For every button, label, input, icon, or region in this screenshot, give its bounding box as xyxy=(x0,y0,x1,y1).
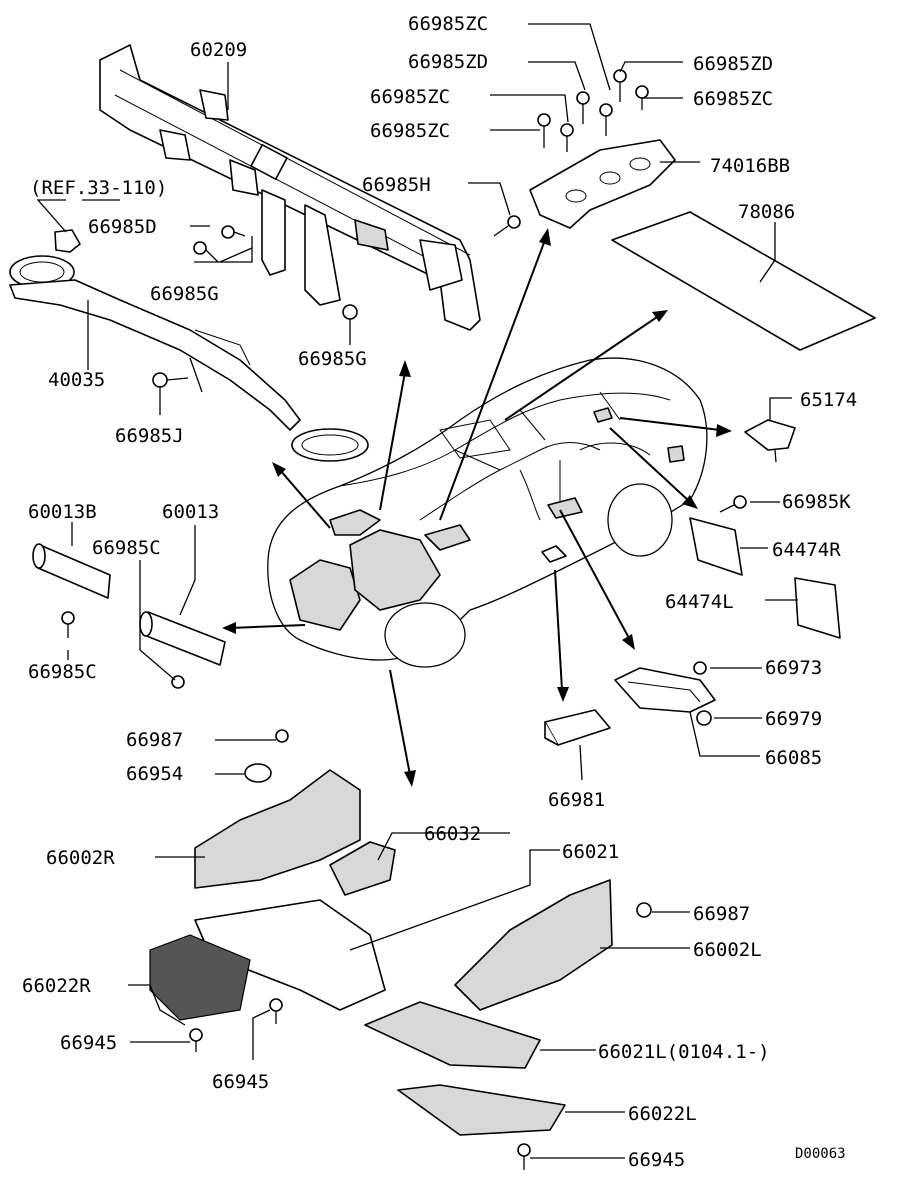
callout-arrows xyxy=(222,228,732,787)
label-60209: 60209 xyxy=(190,39,247,61)
label-66002l: 66002L xyxy=(693,939,762,961)
label-66985k: 66985K xyxy=(782,491,851,513)
label-66021l: 66021L(0104.1-) xyxy=(598,1041,770,1063)
label-65174: 65174 xyxy=(800,389,857,411)
label-66032: 66032 xyxy=(424,823,481,845)
leader-lines xyxy=(36,23,798,1159)
label-66981: 66981 xyxy=(548,789,605,811)
label-66954: 66954 xyxy=(126,763,183,785)
label-66022l: 66022L xyxy=(628,1103,697,1125)
label-66985j: 66985J xyxy=(115,425,184,447)
label-66987-right: 66987 xyxy=(693,903,750,925)
label-66985zc-4: 66985ZC xyxy=(370,120,450,142)
label-ref: (REF.33-110) xyxy=(30,177,167,199)
label-66945-right: 66945 xyxy=(628,1149,685,1171)
label-66021: 66021 xyxy=(562,841,619,863)
label-66945-left: 66945 xyxy=(60,1032,117,1054)
label-66985zc-3: 66985ZC xyxy=(693,88,773,110)
label-66022r: 66022R xyxy=(22,975,91,997)
fasteners-top-left xyxy=(54,215,521,388)
car-body xyxy=(267,357,708,668)
label-66985g-center: 66985G xyxy=(298,348,367,370)
parts-bottom-right-center xyxy=(544,661,716,746)
label-66987-left: 66987 xyxy=(126,729,183,751)
label-66985zd-1: 66985ZD xyxy=(408,51,488,73)
label-66985c-upper: 66985C xyxy=(92,537,161,559)
label-64474r: 64474R xyxy=(772,539,841,561)
sheet-78086 xyxy=(611,211,876,351)
label-66985zc-1: 66985ZC xyxy=(408,13,488,35)
undercovers xyxy=(149,729,652,1170)
label-66085: 66085 xyxy=(765,747,822,769)
label-60013: 60013 xyxy=(162,501,219,523)
label-66002r: 66002R xyxy=(46,847,115,869)
cross-car-beam-60209 xyxy=(99,44,481,331)
strut-brace-40035 xyxy=(9,255,369,462)
diagram-code: D00063 xyxy=(795,1146,846,1162)
label-66945-center: 66945 xyxy=(212,1071,269,1093)
label-66985g-left: 66985G xyxy=(150,283,219,305)
label-40035: 40035 xyxy=(48,369,105,391)
label-66979: 66979 xyxy=(765,708,822,730)
label-66985zc-2: 66985ZC xyxy=(370,86,450,108)
label-66985c-lower: 66985C xyxy=(28,661,97,683)
label-66985d-left: 66985D xyxy=(88,216,157,238)
label-64474l: 64474L xyxy=(665,591,734,613)
label-78086: 78086 xyxy=(738,201,795,223)
part-labels: 60209 (REF.33-110) 66985D 66985G 66985G … xyxy=(22,13,857,1171)
plates-64474 xyxy=(689,495,841,639)
label-60013b: 60013B xyxy=(28,501,97,523)
label-66973: 66973 xyxy=(765,657,822,679)
fasteners-top-right xyxy=(529,69,676,229)
tubes-60013 xyxy=(32,543,226,689)
label-74016bb: 74016BB xyxy=(710,155,790,177)
label-66985h: 66985H xyxy=(362,174,431,196)
label-66985zd-2: 66985ZD xyxy=(693,53,773,75)
bracket-65174 xyxy=(744,419,796,451)
